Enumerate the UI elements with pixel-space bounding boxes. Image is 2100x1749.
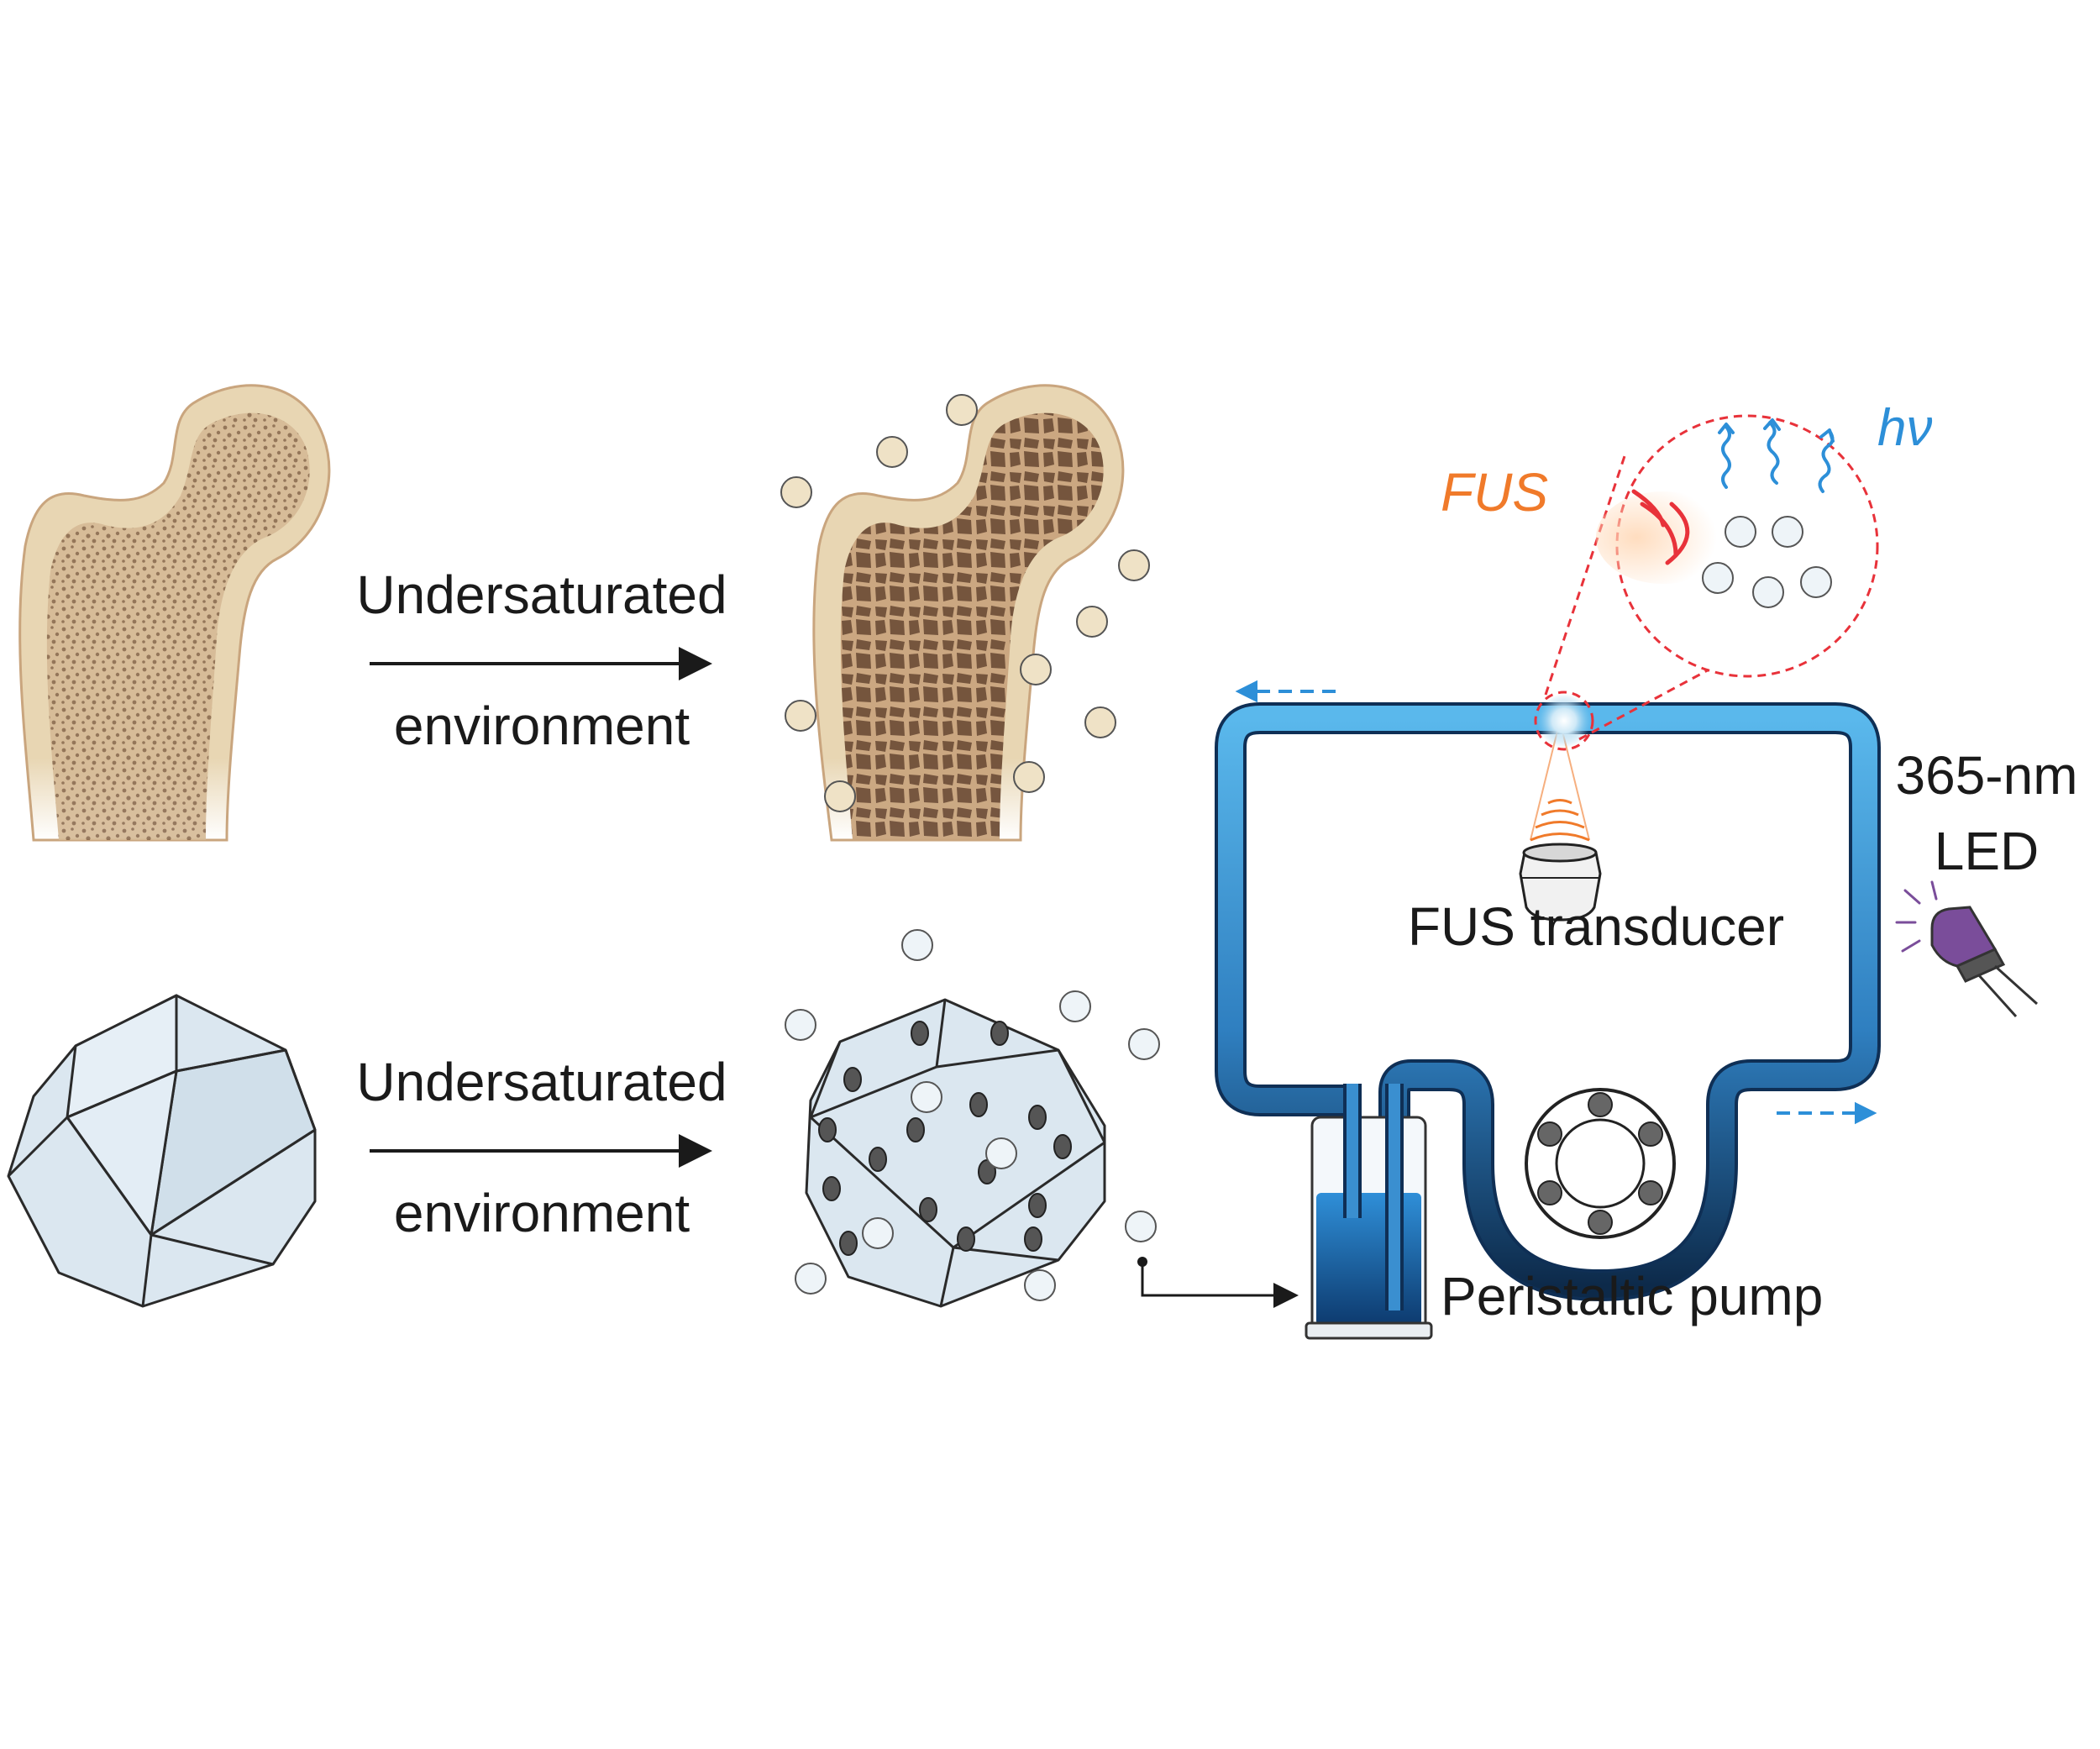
particle-icon	[1752, 576, 1784, 608]
pump-roller	[1638, 1180, 1663, 1205]
top-process-arrow-group: Undersaturated environment	[356, 565, 727, 756]
particle-icon	[1076, 606, 1108, 638]
etch-pit	[1028, 1193, 1047, 1218]
pump-label: Peristaltic pump	[1441, 1266, 1823, 1326]
etch-pit	[843, 1067, 862, 1092]
particle-icon	[824, 780, 856, 812]
bottom-process-label-line2: environment	[394, 1183, 690, 1243]
particle-icon	[1013, 761, 1045, 793]
transfer-connector	[1137, 1257, 1299, 1308]
particle-icon	[1059, 990, 1091, 1022]
zoomed-particles	[1702, 516, 1832, 608]
particle-icon	[1702, 562, 1734, 594]
bottom-process-label-line1: Undersaturated	[356, 1052, 727, 1112]
particle-icon	[1125, 1211, 1157, 1242]
etch-pit	[919, 1197, 937, 1222]
pump-roller	[1588, 1092, 1613, 1117]
pump-roller-icon	[1525, 1088, 1676, 1239]
particle-icon	[1725, 516, 1756, 548]
particle-icon	[1020, 654, 1052, 685]
etch-pit	[822, 1176, 841, 1201]
fus-label: FUS	[1441, 462, 1548, 523]
particle-icon	[785, 700, 816, 732]
particle-icon	[1024, 1269, 1056, 1301]
particle-icon	[785, 1009, 816, 1041]
etch-pit	[839, 1231, 858, 1256]
etch-pits	[818, 1021, 1072, 1256]
pump-roller	[1588, 1210, 1613, 1235]
etch-pit	[818, 1117, 837, 1142]
bone-femur-icon	[18, 384, 331, 842]
hv-label: hν	[1877, 399, 1932, 457]
etch-pit	[906, 1117, 925, 1142]
particle-icon	[911, 1081, 942, 1113]
transducer-label: FUS transducer	[1408, 896, 1784, 957]
pump-roller	[1537, 1180, 1562, 1205]
top-process-label-line2: environment	[394, 696, 690, 756]
led-label-line1: 365-nm	[1896, 745, 2078, 806]
led-label-line2: LED	[1935, 821, 2040, 881]
bottom-process-arrow-group: Undersaturated environment	[356, 1052, 727, 1243]
released-mineral-particles-bottom	[785, 929, 1160, 1301]
particle-icon	[1118, 549, 1150, 581]
led-icon	[1895, 880, 2039, 1018]
etch-pit	[957, 1226, 975, 1252]
particle-icon	[985, 1137, 1017, 1169]
particle-icon	[946, 394, 978, 426]
etch-pit	[990, 1021, 1009, 1046]
focal-zone-outline	[1534, 691, 1594, 751]
etch-pit	[969, 1092, 988, 1117]
particle-icon	[795, 1263, 827, 1295]
focal-spot-glow	[1537, 694, 1591, 748]
pump-roller	[1638, 1121, 1663, 1147]
etch-pit	[911, 1021, 929, 1046]
eroded-bone-icon	[812, 384, 1125, 842]
zoom-callout	[1544, 414, 1879, 741]
led-light-rays	[1895, 880, 1938, 953]
particle-icon	[1772, 516, 1803, 548]
ultrasound-wave-arcs	[1631, 489, 1690, 565]
etch-pit	[1028, 1105, 1047, 1130]
flow-direction-arrows	[1235, 680, 1877, 1125]
particle-icon	[1800, 566, 1832, 598]
etch-pit	[1024, 1226, 1042, 1252]
particle-icon	[1084, 706, 1116, 738]
etch-pit	[1053, 1134, 1072, 1159]
etch-pit	[869, 1147, 887, 1172]
released-mineral-particles-top	[780, 394, 1150, 812]
top-process-label-line1: Undersaturated	[356, 565, 727, 625]
pump-roller	[1537, 1121, 1562, 1147]
particle-icon	[862, 1217, 894, 1249]
particle-icon	[1128, 1028, 1160, 1060]
particle-icon	[901, 929, 933, 961]
wave-photon-icon	[1718, 418, 1835, 493]
vial-icon	[1305, 1084, 1433, 1340]
particle-icon	[876, 436, 908, 468]
transducer-icon	[1519, 843, 1602, 922]
crystal-icon	[7, 994, 317, 1308]
particle-icon	[780, 476, 812, 508]
